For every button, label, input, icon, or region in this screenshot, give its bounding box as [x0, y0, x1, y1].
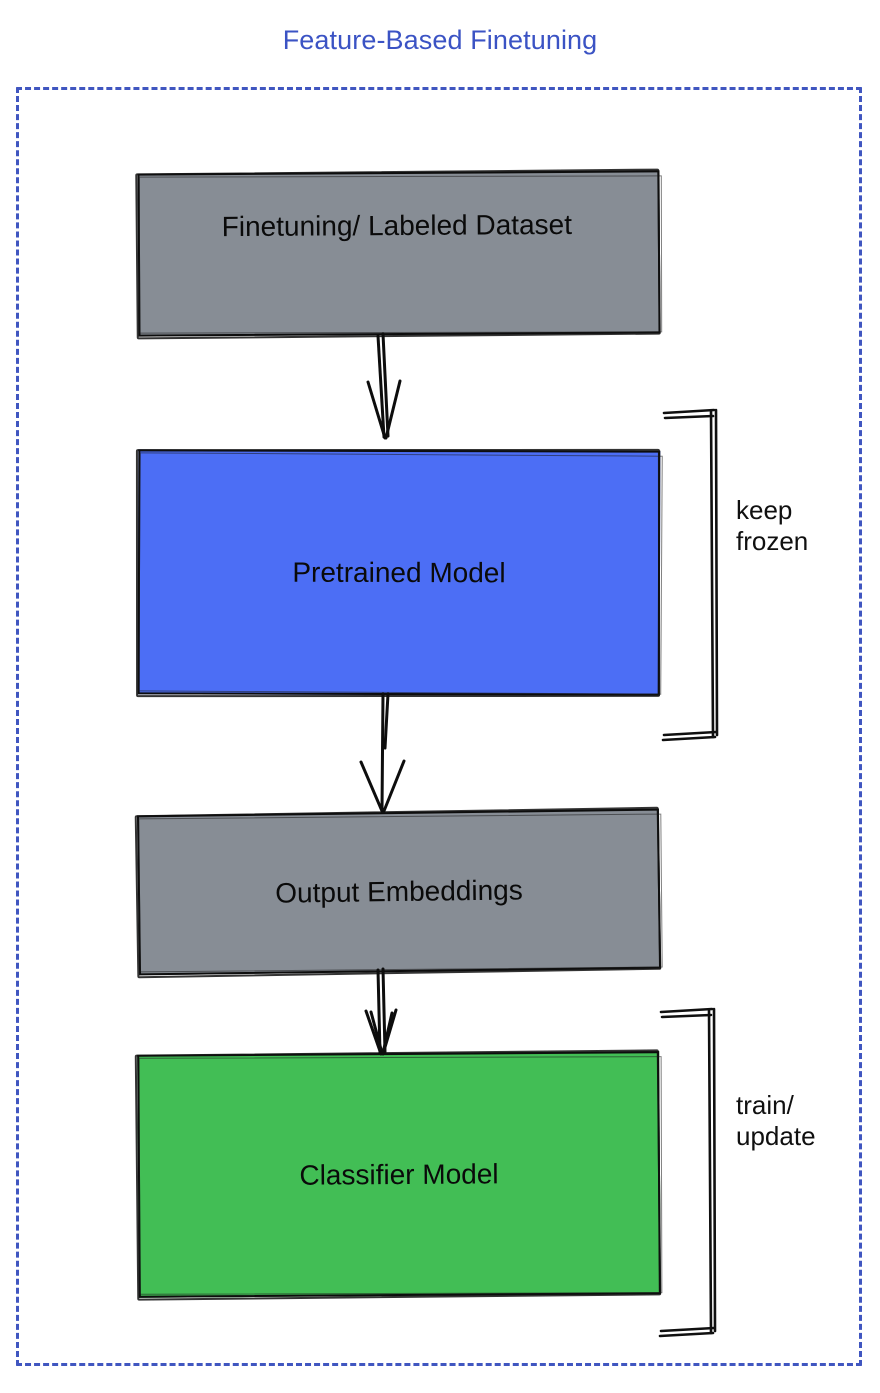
annotation-train-update: train/ update: [736, 1090, 816, 1151]
page-title: Feature-Based Finetuning: [282, 25, 598, 55]
node-pretrained-model[interactable]: Pretrained Model: [137, 449, 661, 696]
node-output-embeddings[interactable]: Output Embeddings: [136, 808, 662, 976]
node-label: Pretrained Model: [292, 556, 506, 588]
node-finetuning-labeled-dataset[interactable]: Finetuning/ Labeled Dataset: [137, 170, 661, 337]
annotation-keep-frozen: keep frozen: [736, 495, 809, 556]
node-label: Output Embeddings: [275, 874, 523, 909]
node-classifier-model[interactable]: Classifier Model: [137, 1051, 661, 1298]
node-label: Finetuning/ Labeled Dataset: [221, 208, 573, 242]
node-label: Classifier Model: [299, 1157, 499, 1191]
dashed-outer-frame: [16, 87, 862, 1366]
